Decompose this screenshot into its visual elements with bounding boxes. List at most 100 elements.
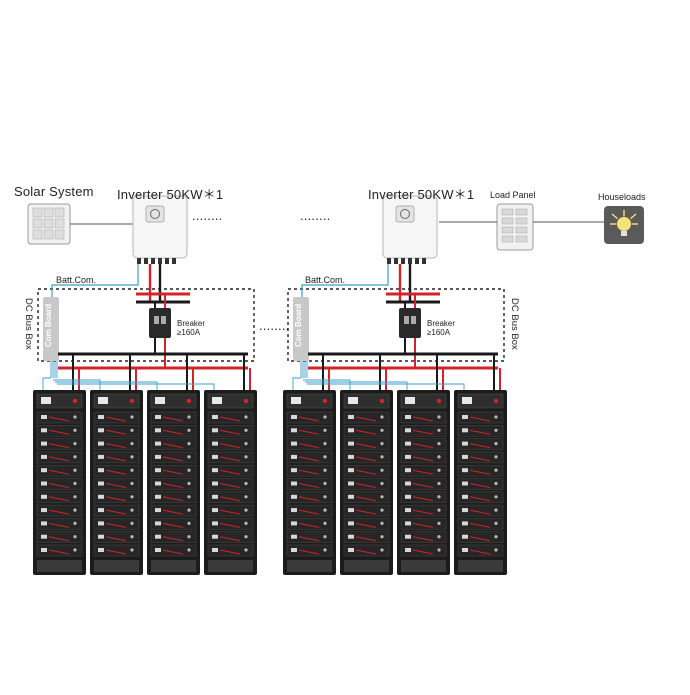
module-jumper <box>469 456 491 462</box>
module-label <box>348 454 354 459</box>
battery-module <box>93 491 140 504</box>
module-terminal <box>380 481 384 486</box>
module-terminal <box>494 455 498 459</box>
battery-module <box>36 425 83 437</box>
module-jumper <box>48 549 70 555</box>
module-terminal <box>380 442 384 446</box>
module-terminal <box>187 508 191 512</box>
module-terminal <box>323 481 327 486</box>
breaker-rating-1: ≥160A <box>177 328 201 337</box>
module-terminal <box>437 495 441 499</box>
cabinet-switch-icon <box>436 398 442 404</box>
module-label <box>212 468 218 473</box>
inverter-port <box>422 258 426 264</box>
module-jumper <box>355 536 377 542</box>
module-label <box>405 548 411 552</box>
module-label <box>348 548 354 552</box>
module-jumper <box>298 522 320 528</box>
module-label <box>98 454 104 459</box>
module-label <box>462 468 468 473</box>
module-jumper <box>469 549 491 555</box>
battery-module <box>457 464 504 477</box>
cabinet-base <box>37 560 82 572</box>
module-label <box>291 508 297 513</box>
module-label <box>348 415 354 419</box>
module-label <box>405 481 411 486</box>
battery-module <box>457 531 504 543</box>
inverter-unit <box>132 195 188 259</box>
battery-module <box>343 544 390 557</box>
module-jumper <box>105 549 127 555</box>
comm-link-cable <box>53 379 101 392</box>
load-panel-breaker <box>515 208 528 216</box>
module-terminal <box>380 495 384 499</box>
module-label <box>291 494 297 499</box>
module-jumper <box>48 469 70 475</box>
module-label <box>462 415 468 419</box>
battery-module <box>93 544 140 557</box>
module-jumper <box>105 509 127 515</box>
inverter-label-2: Inverter 50KW＊1 <box>368 187 475 202</box>
module-jumper <box>219 496 241 502</box>
module-terminal <box>494 495 498 499</box>
module-jumper <box>298 509 320 515</box>
bulb-ray-icon <box>611 213 618 220</box>
battery-module <box>150 464 197 477</box>
battery-module <box>207 464 254 477</box>
module-jumper <box>162 536 184 542</box>
module-terminal <box>494 428 498 432</box>
module-terminal <box>187 521 191 526</box>
module-label <box>41 494 47 499</box>
module-jumper <box>355 496 377 502</box>
cabinet-screen <box>462 397 472 404</box>
module-jumper <box>162 443 184 449</box>
module-jumper <box>412 509 434 515</box>
solar-cell <box>32 229 43 240</box>
module-label <box>405 468 411 473</box>
inverter-display <box>145 205 165 223</box>
inverter-port <box>137 258 141 264</box>
module-terminal <box>73 495 77 499</box>
module-jumper <box>298 416 320 422</box>
battery-module <box>343 491 390 504</box>
battery-module <box>400 504 447 517</box>
module-jumper <box>48 429 70 435</box>
module-jumper <box>355 509 377 515</box>
module-label <box>348 468 354 473</box>
battery-module <box>400 491 447 504</box>
cabinet-screen <box>348 397 358 404</box>
module-jumper <box>355 456 377 462</box>
battery-module <box>343 411 390 424</box>
breaker-label-1: Breaker <box>177 319 206 328</box>
battery-module <box>457 504 504 517</box>
module-terminal <box>323 508 327 512</box>
battery-module <box>150 504 197 517</box>
battery-module <box>343 531 390 543</box>
module-label <box>405 534 411 539</box>
cabinet-switch-icon <box>379 398 385 404</box>
module-jumper <box>105 483 127 488</box>
battery-module <box>400 425 447 437</box>
module-label <box>98 428 104 433</box>
module-label <box>98 521 104 526</box>
module-label <box>291 428 297 433</box>
module-jumper <box>355 416 377 422</box>
inverter-port <box>394 258 398 264</box>
battery-module <box>286 451 333 464</box>
module-jumper <box>412 536 434 542</box>
module-terminal <box>130 521 134 526</box>
battery-module <box>150 544 197 557</box>
module-label <box>291 481 297 486</box>
inverter-port <box>158 258 162 264</box>
battery-module <box>343 518 390 530</box>
module-jumper <box>412 483 434 488</box>
module-label <box>155 468 161 473</box>
module-jumper <box>48 456 70 462</box>
module-label <box>212 508 218 513</box>
module-label <box>155 508 161 513</box>
module-jumper <box>219 469 241 475</box>
module-jumper <box>105 496 127 502</box>
battery-module <box>286 411 333 424</box>
module-label <box>155 428 161 433</box>
